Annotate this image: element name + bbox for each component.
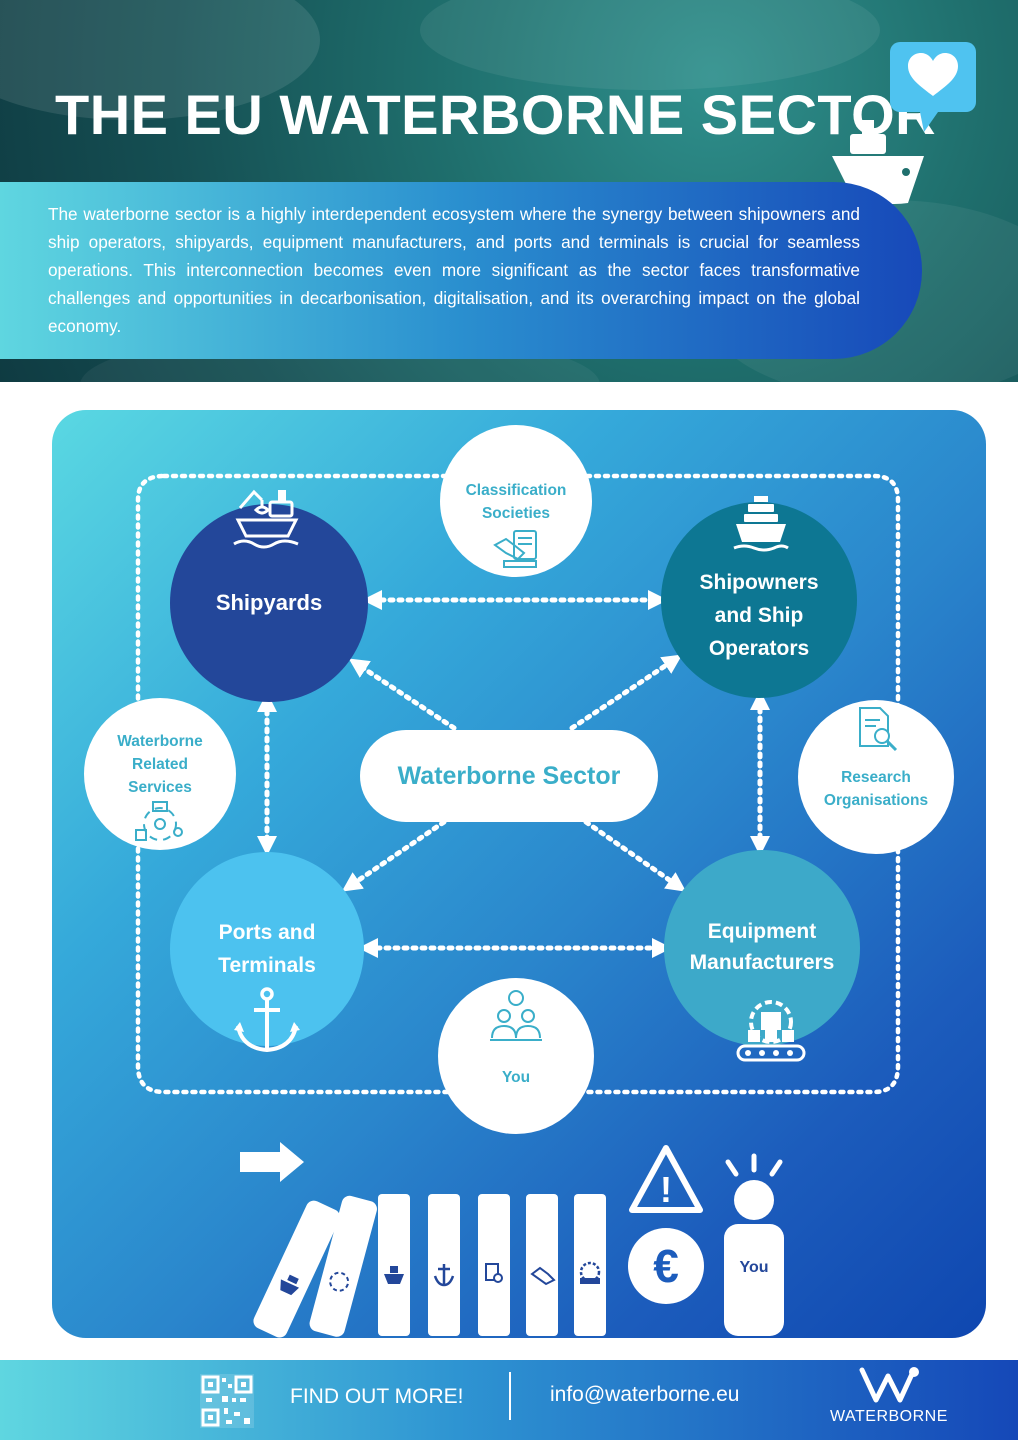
you-node: You	[438, 978, 594, 1134]
research-organisations-node: Research Organisations	[798, 700, 954, 854]
intro-band	[0, 182, 922, 359]
find-out-more-text: FIND OUT MORE!	[290, 1385, 464, 1408]
handshake-document-icon	[493, 530, 537, 568]
outer-loop	[135, 473, 901, 1095]
ecosystem-panel: Classification Societies Shipyards Shipo…	[52, 410, 986, 1338]
related-services-node: Waterborne Related Services	[84, 698, 236, 850]
domino-services	[309, 1195, 377, 1337]
classification-label-2: Societies	[481, 505, 551, 522]
euro-symbol: €	[653, 1240, 679, 1292]
arrow-center-equipment	[583, 819, 687, 892]
connections-layer	[135, 473, 901, 1095]
page-title: THE EU WATERBORNE SECTOR	[55, 83, 937, 146]
related-services-label-3: Services	[128, 779, 192, 796]
ship-icon	[733, 496, 789, 552]
domino-shipyard	[253, 1200, 340, 1338]
domino-handshake	[526, 1194, 558, 1336]
domino-you-label: You	[739, 1259, 768, 1276]
ports-label-2: Terminals	[218, 954, 316, 977]
classification-label-1: Classification	[465, 482, 567, 499]
arrow-center-ports	[341, 819, 447, 892]
ports-label-1: Ports and	[218, 921, 316, 944]
intro-paragraph: The waterborne sector is a highly interd…	[48, 204, 860, 336]
shipowners-label-3: Operators	[708, 636, 810, 660]
domino-ship	[378, 1194, 410, 1336]
services-cycle-icon	[135, 801, 183, 841]
right-arrow-icon	[240, 1142, 304, 1182]
shipowners-label-2: and Ship	[714, 603, 804, 627]
related-services-label-2: Related	[132, 756, 188, 773]
waterborne-sector-hub: Waterborne Sector	[360, 730, 658, 822]
shipyard-crane-icon	[233, 489, 299, 549]
domino-anchor	[428, 1194, 460, 1336]
equipment-manufacturers-node: Equipment Manufacturers	[664, 850, 860, 1046]
research-label-1: Research	[841, 769, 911, 786]
equipment-label-2: Manufacturers	[689, 951, 835, 974]
hub-label: Waterborne Sector	[397, 761, 621, 790]
anchor-icon	[234, 987, 300, 1053]
you-label: You	[501, 1069, 531, 1086]
person-you-icon	[724, 1153, 784, 1336]
classification-societies-node: Classification Societies	[440, 425, 592, 577]
gear-conveyor-icon	[736, 1000, 806, 1062]
arrow-center-shipowners	[569, 654, 683, 731]
related-services-label-1: Waterborne	[117, 733, 203, 750]
waterborne-logo-icon	[859, 1367, 919, 1403]
brand-name: WATERBORNE	[830, 1408, 948, 1425]
domino-research	[478, 1194, 510, 1336]
document-search-icon	[859, 707, 898, 752]
warning-icon	[629, 1145, 703, 1213]
arrow-center-shipyards	[348, 658, 457, 731]
qr-code-icon[interactable]	[200, 1374, 254, 1428]
equipment-label-1: Equipment	[707, 920, 817, 943]
euro-coin-icon	[628, 1228, 704, 1304]
footer-divider	[509, 1372, 511, 1420]
shipyards-label: Shipyards	[215, 590, 323, 615]
domino-equipment	[574, 1194, 606, 1336]
people-idea-icon	[490, 990, 542, 1041]
research-label-2: Organisations	[823, 792, 929, 809]
warning-mark: !	[660, 1169, 672, 1210]
shipowners-label-1: Shipowners	[699, 570, 819, 594]
email-link[interactable]: info@waterborne.eu	[550, 1383, 740, 1406]
domino-illustration: ! € You	[240, 1142, 784, 1338]
